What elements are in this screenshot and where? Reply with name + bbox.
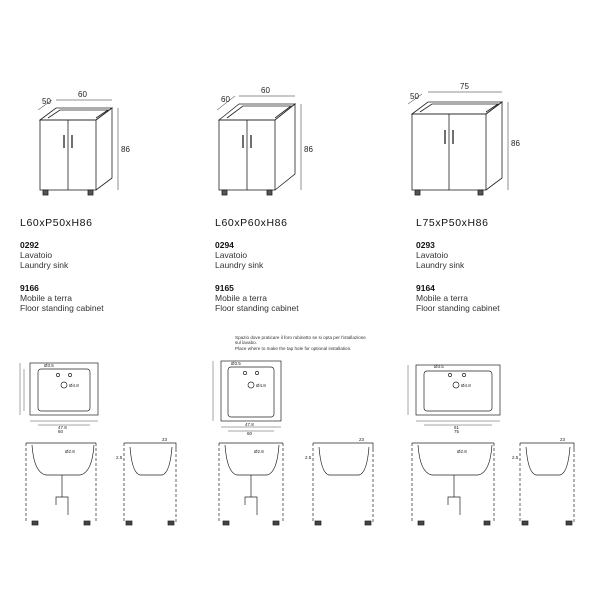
waste-diameter: Ø2.8 bbox=[65, 449, 75, 454]
drain-diameter: Ø4.8 bbox=[461, 383, 471, 388]
inner-width: 47.8 bbox=[58, 425, 67, 430]
waste-diameter: Ø2.8 bbox=[457, 449, 467, 454]
cabinet-name-it: Mobile a terra bbox=[20, 293, 72, 303]
cabinet-name-en: Floor standing cabinet bbox=[20, 303, 104, 313]
product-column-3: 50 75 86 L75xP50xH86 0293 Lavatoio Laund… bbox=[398, 0, 588, 600]
dim-height: 86 bbox=[511, 139, 520, 148]
cabinet-iso-drawing: 50 75 86 bbox=[407, 82, 520, 196]
bowl-depth: 23 bbox=[359, 437, 365, 442]
cabinet-info: 9166 Mobile a terra Floor standing cabin… bbox=[20, 283, 210, 313]
sink-name-it: Lavatoio bbox=[215, 250, 248, 260]
sink-section-views: Ø2.8 2.5 23 bbox=[411, 437, 575, 526]
cabinet-code: 9166 bbox=[20, 283, 39, 293]
drain-diameter: Ø4.8 bbox=[69, 383, 79, 388]
product-column-1: 50 60 86 L60xP50xH86 0292 Lavatoio Laund… bbox=[12, 0, 202, 600]
sink-name-en: Laundry sink bbox=[416, 260, 465, 270]
cabinet-info: 9164 Mobile a terra Floor standing cabin… bbox=[416, 283, 600, 313]
sink-name-en: Laundry sink bbox=[20, 260, 69, 270]
sink-info: 0294 Lavatoio Laundry sink bbox=[215, 240, 405, 270]
sink-info: 0293 Lavatoio Laundry sink bbox=[416, 240, 600, 270]
sink-name-it: Lavatoio bbox=[20, 250, 53, 260]
outer-width: 75 bbox=[454, 429, 460, 434]
sink-section-views: Ø2.8 2.5 23 bbox=[218, 437, 374, 526]
dim-depth: 50 bbox=[410, 92, 419, 101]
model-dimensions: L60xP50xH86 bbox=[20, 217, 93, 229]
model-dimensions: L75xP50xH86 bbox=[416, 217, 489, 229]
sink-info: 0292 Lavatoio Laundry sink bbox=[20, 240, 210, 270]
dim-depth: 50 bbox=[42, 97, 51, 106]
hole-diameter: Ø3.5 bbox=[231, 361, 241, 366]
tap-note-it: Spazio dove praticare il foro rubinetto … bbox=[235, 335, 366, 346]
cabinet-info: 9165 Mobile a terra Floor standing cabin… bbox=[215, 283, 405, 313]
sink-plan-view: Ø3.5 Ø4.8 47.8 60 bbox=[212, 360, 282, 435]
bowl-depth: 23 bbox=[162, 437, 168, 442]
dim-height: 86 bbox=[121, 145, 130, 154]
rim-height: 2.5 bbox=[305, 455, 312, 460]
sink-name-en: Laundry sink bbox=[215, 260, 264, 270]
dim-width: 60 bbox=[78, 90, 87, 99]
cabinet-code: 9165 bbox=[215, 283, 234, 293]
sink-plan-view: Ø3.5 Ø4.8 47.8 60 bbox=[19, 362, 99, 434]
dim-depth: 60 bbox=[221, 95, 230, 104]
cabinet-iso-drawing: 60 60 86 bbox=[216, 86, 313, 196]
drain-diameter: Ø4.8 bbox=[256, 383, 266, 388]
cabinet-name-en: Floor standing cabinet bbox=[416, 303, 500, 313]
rim-height: 2.5 bbox=[116, 455, 123, 460]
inner-width: 47.8 bbox=[245, 422, 254, 427]
outer-width: 60 bbox=[58, 429, 64, 434]
sink-code: 0292 bbox=[20, 240, 39, 250]
cabinet-name-it: Mobile a terra bbox=[215, 293, 267, 303]
dim-width: 60 bbox=[261, 86, 270, 95]
waste-diameter: Ø2.8 bbox=[254, 449, 264, 454]
sink-section-views: Ø2.8 2.5 23 bbox=[25, 437, 177, 526]
sink-name-it: Lavatoio bbox=[416, 250, 449, 260]
cabinet-code: 9164 bbox=[416, 283, 435, 293]
tap-hole-note: Spazio dove praticare il foro rubinetto … bbox=[235, 335, 370, 351]
cabinet-name-en: Floor standing cabinet bbox=[215, 303, 299, 313]
inner-width: 61 bbox=[454, 425, 460, 430]
rim-height: 2.5 bbox=[512, 455, 519, 460]
product-column-2: 60 60 86 L60xP60xH86 0294 Lavatoio Laund… bbox=[205, 0, 395, 600]
dim-height: 86 bbox=[304, 145, 313, 154]
outer-width: 60 bbox=[247, 431, 253, 435]
tap-note-en: Place where to make the tap hole for opt… bbox=[235, 345, 352, 351]
sink-code: 0294 bbox=[215, 240, 234, 250]
dim-width: 75 bbox=[460, 82, 469, 91]
sink-code: 0293 bbox=[416, 240, 435, 250]
hole-diameter: Ø3.5 bbox=[44, 363, 54, 368]
cabinet-iso-drawing: 50 60 86 bbox=[37, 90, 130, 196]
hole-diameter: Ø3.5 bbox=[434, 364, 444, 369]
sink-plan-view: Ø3.5 Ø4.8 61 75 bbox=[407, 364, 501, 434]
cabinet-name-it: Mobile a terra bbox=[416, 293, 468, 303]
model-dimensions: L60xP60xH86 bbox=[215, 217, 288, 229]
bowl-depth: 23 bbox=[560, 437, 566, 442]
